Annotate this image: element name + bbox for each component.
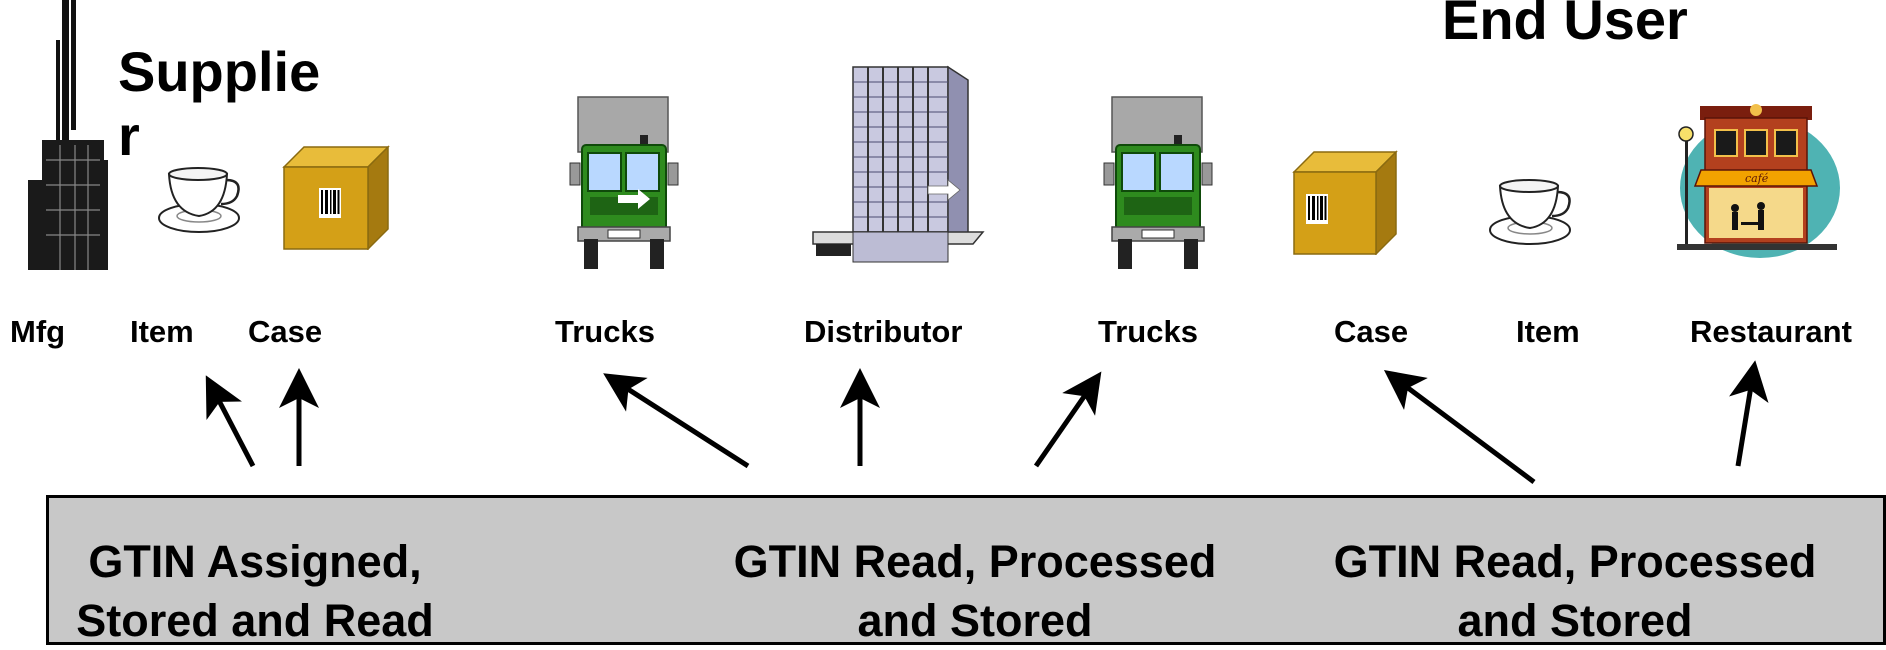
- svg-text:café: café: [1745, 172, 1769, 185]
- arrow-to-restaurant: [1729, 360, 1769, 467]
- teacup-icon-right: [1489, 179, 1571, 245]
- label-case-right: Case: [1334, 314, 1409, 349]
- box-text-right: GTIN Read, Processed and Stored: [1333, 536, 1817, 646]
- label-item-right: Item: [1516, 314, 1580, 349]
- supplier-header: Supplie r: [118, 40, 321, 167]
- box-text-left: GTIN Assigned, Stored and Read: [76, 536, 434, 646]
- box-text-middle: GTIN Read, Processed and Stored: [733, 536, 1217, 646]
- distributor-building-icon: [812, 65, 985, 263]
- arrow-to-trucks-right: [1033, 371, 1102, 468]
- end-user-header: End User: [1442, 0, 1688, 51]
- gtin-process-panel: [46, 495, 1886, 645]
- arrow-to-case-right: [1383, 370, 1536, 485]
- case-box-icon: [282, 145, 390, 250]
- truck-icon-right: [1103, 96, 1213, 269]
- arrow-to-trucks-left: [603, 373, 750, 469]
- label-case-left: Case: [248, 314, 323, 349]
- cafe-icon: café: [1677, 104, 1840, 258]
- arrow-to-item-left: [205, 375, 256, 468]
- label-trucks-right: Trucks: [1098, 314, 1198, 349]
- truck-icon-left: [569, 96, 679, 269]
- label-distributor: Distributor: [804, 314, 963, 349]
- label-mfg: Mfg: [10, 314, 66, 349]
- case-box-icon-right: [1292, 150, 1398, 255]
- teacup-icon: [158, 167, 240, 233]
- factory-icon: [28, 0, 108, 270]
- label-restaurant: Restaurant: [1690, 314, 1852, 349]
- label-item-left: Item: [130, 314, 194, 349]
- label-trucks-left: Trucks: [555, 314, 655, 349]
